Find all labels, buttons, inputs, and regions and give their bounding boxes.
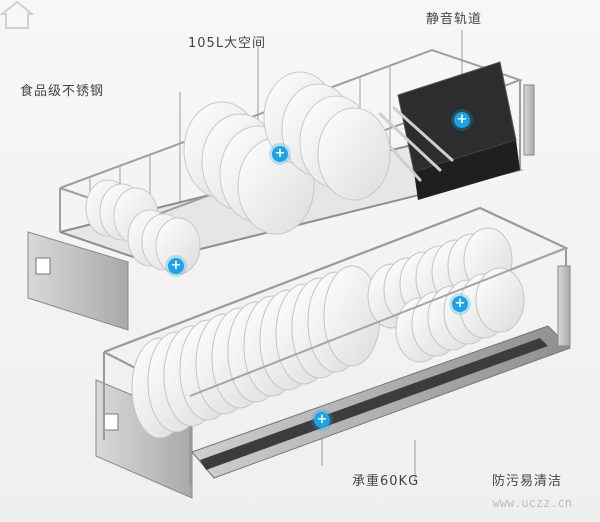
callout-load-capacity: 承重60KG xyxy=(352,474,420,489)
callout-capacity: 105L大空间 xyxy=(188,36,267,51)
callout-easy-clean: 防污易清洁 xyxy=(492,474,563,489)
house-icon xyxy=(0,0,34,29)
watermark: www.uczz.cn xyxy=(492,496,572,510)
plus-icon[interactable]: + xyxy=(452,296,468,312)
plus-icon[interactable]: + xyxy=(454,112,470,128)
callout-silent-rail: 静音轨道 xyxy=(426,12,483,27)
callout-food-grade-steel: 食品级不锈钢 xyxy=(20,84,105,99)
lower-basket xyxy=(95,206,571,499)
plus-icon[interactable]: + xyxy=(314,412,330,428)
plus-icon[interactable]: + xyxy=(272,146,288,162)
plus-icon[interactable]: + xyxy=(168,258,184,274)
